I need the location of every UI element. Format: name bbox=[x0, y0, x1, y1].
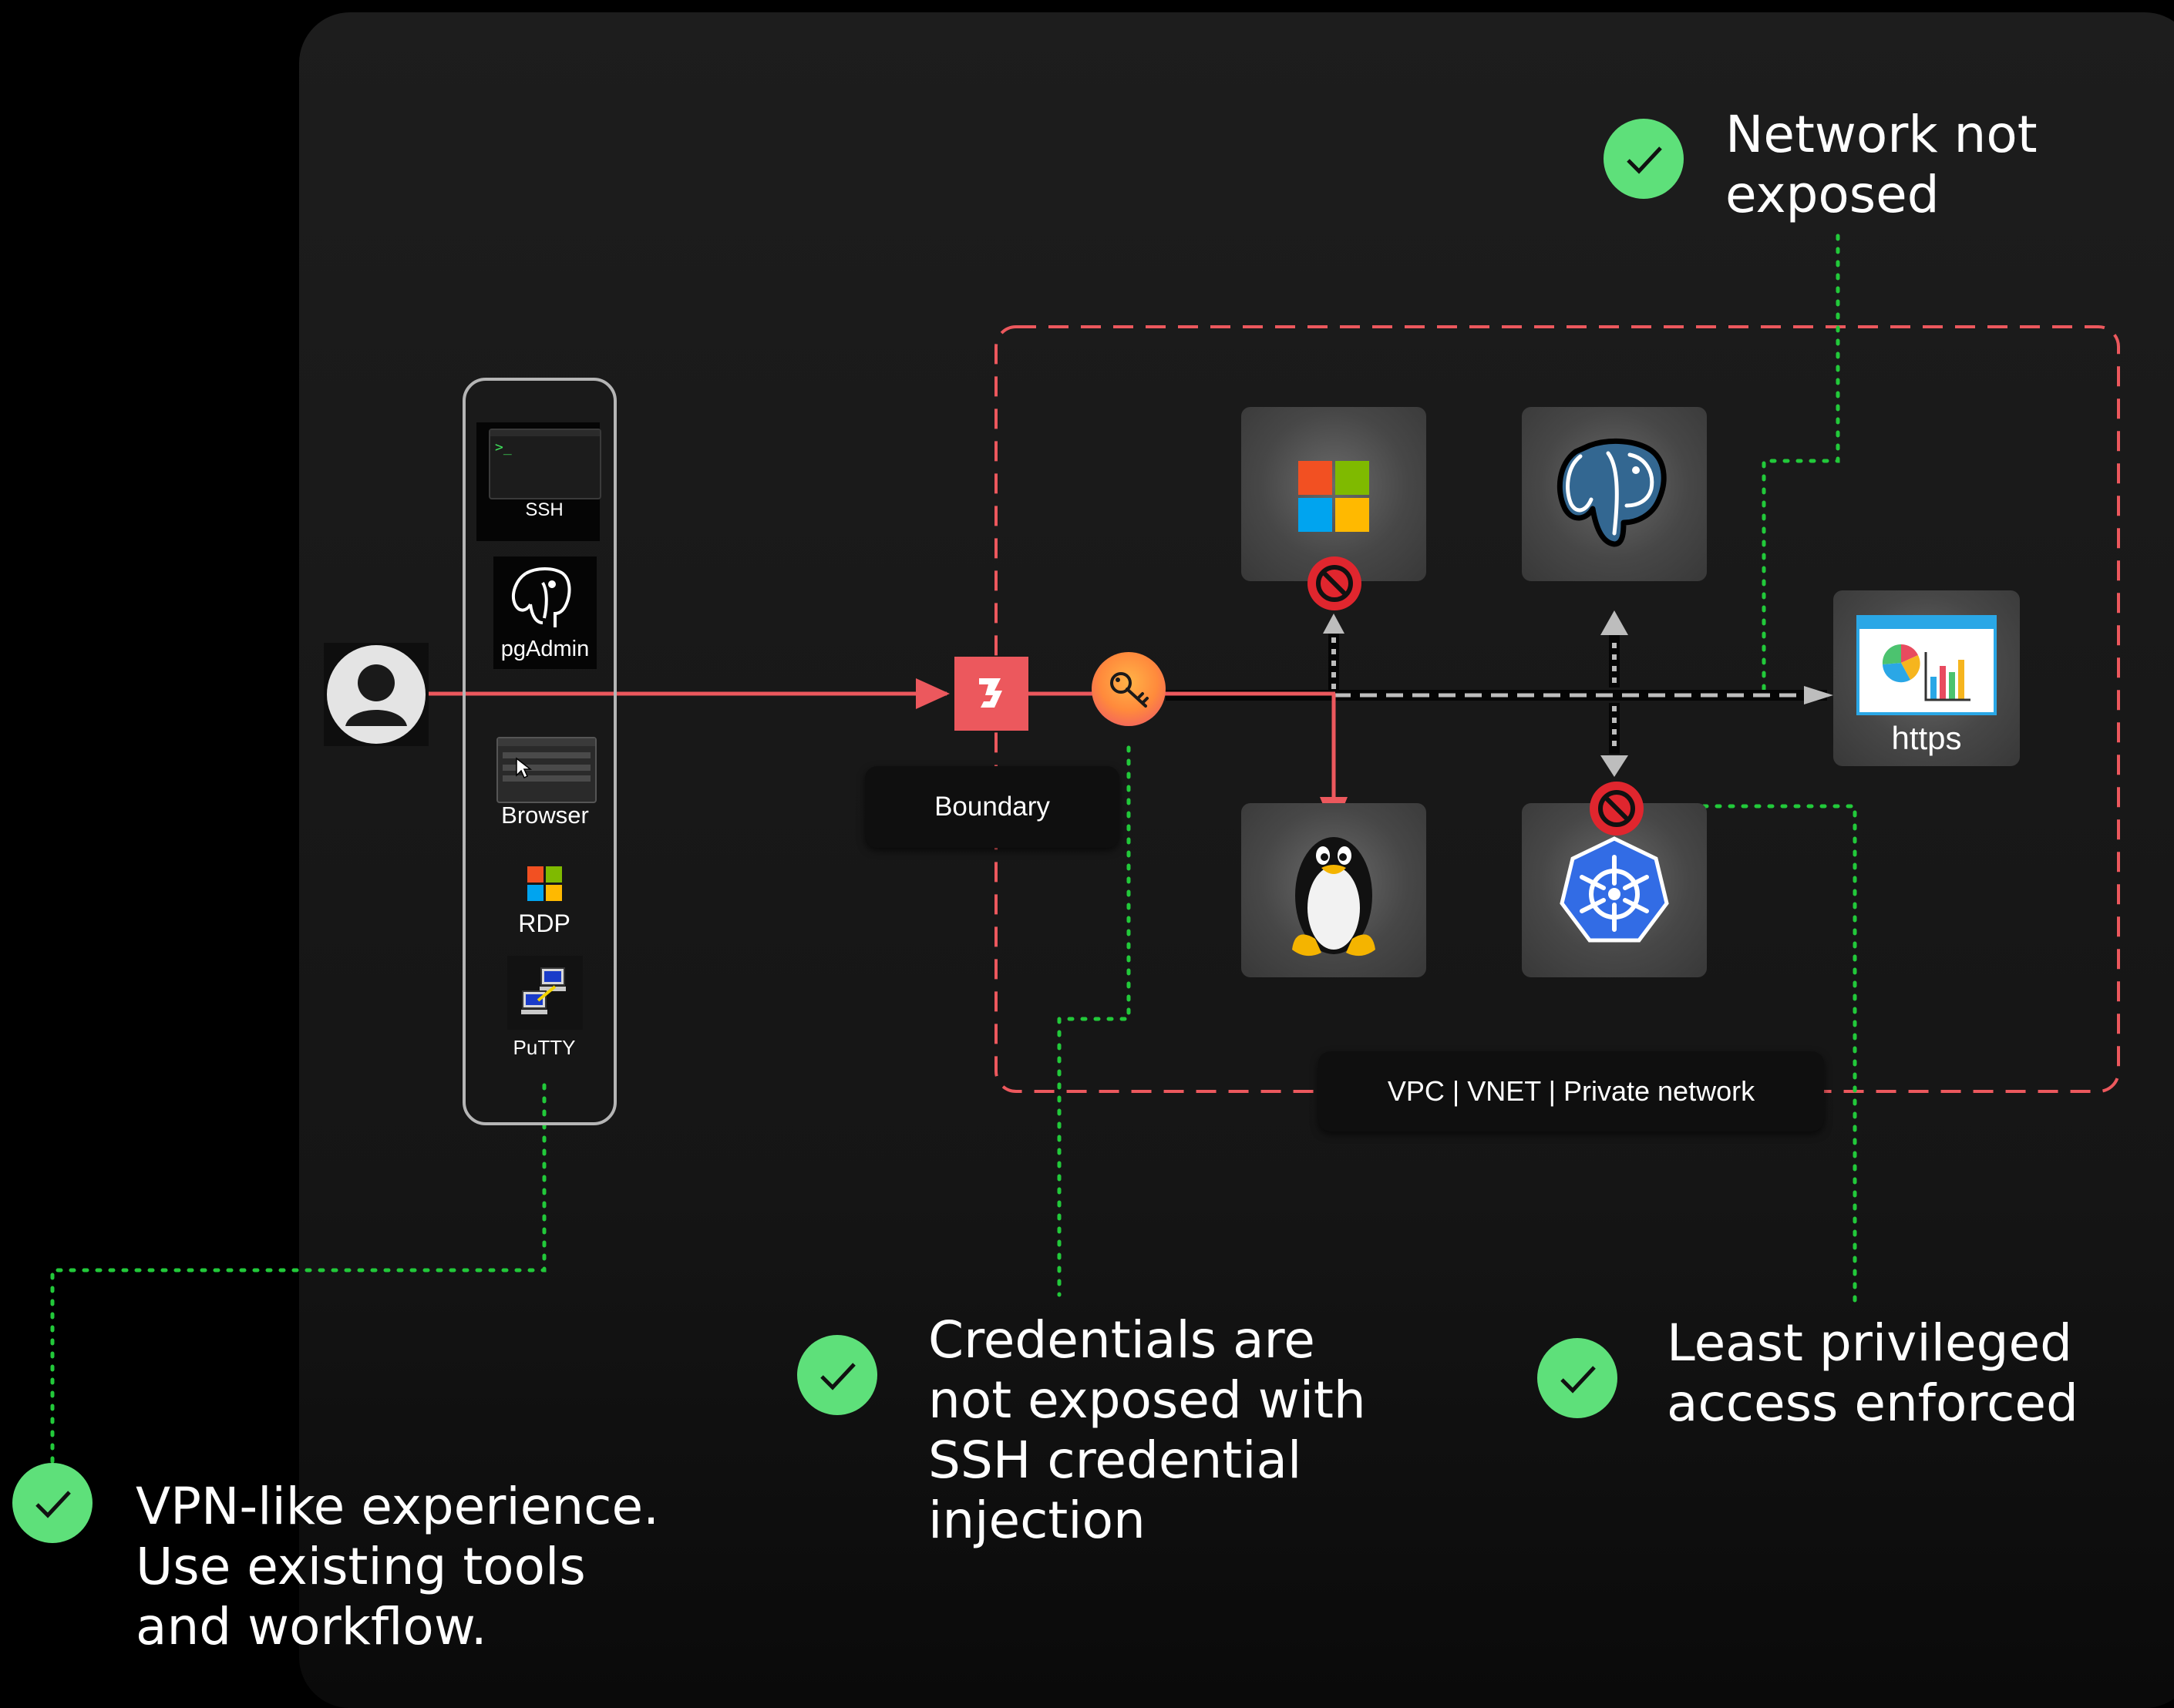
checkmark-icon bbox=[1604, 119, 1684, 199]
vpn-callout: VPN-like experience. Use existing tools … bbox=[136, 1477, 660, 1656]
terminal-icon: >_ bbox=[489, 429, 601, 499]
kubernetes-icon bbox=[1560, 836, 1669, 943]
https-target[interactable]: https bbox=[1833, 590, 2020, 766]
key-icon bbox=[1092, 652, 1166, 726]
connector-least-privilege-callout bbox=[1649, 804, 1857, 1308]
browser-label: Browser bbox=[501, 802, 589, 829]
checkmark-icon bbox=[1537, 1338, 1617, 1418]
private-network-label: VPC | VNET | Private network bbox=[1318, 1051, 1824, 1131]
client-tools-panel bbox=[463, 378, 617, 1125]
postgres-elephant-icon bbox=[511, 567, 571, 627]
rdp-tool[interactable]: RDP bbox=[501, 862, 587, 946]
boundary-label: Boundary bbox=[865, 766, 1119, 848]
no-access-icon bbox=[1306, 555, 1363, 612]
no-access-icon bbox=[1588, 780, 1645, 837]
ssh-tool[interactable]: >_ SSH bbox=[476, 422, 601, 541]
least-privilege-callout: Least privileged access enforced bbox=[1667, 1313, 2078, 1433]
checkmark-icon bbox=[12, 1463, 93, 1543]
microsoft-logo-icon bbox=[527, 866, 563, 902]
https-dashboard-icon bbox=[1856, 615, 1997, 715]
browser-window-icon bbox=[496, 737, 597, 803]
putty-label: PuTTY bbox=[513, 1036, 576, 1059]
linux-target[interactable] bbox=[1241, 803, 1426, 977]
checkmark-icon bbox=[797, 1335, 877, 1415]
putty-icon bbox=[507, 956, 583, 1030]
connector-vpn-callout bbox=[50, 1083, 547, 1467]
connector-credentials-callout bbox=[1057, 745, 1131, 1297]
network-callout: Network not exposed bbox=[1725, 105, 2038, 224]
diagram-panel bbox=[299, 12, 2174, 1708]
linux-tux-icon bbox=[1292, 837, 1375, 957]
browser-tool[interactable]: Browser bbox=[493, 734, 597, 834]
ssh-label: SSH bbox=[525, 499, 564, 520]
putty-tool[interactable]: PuTTY bbox=[506, 956, 583, 1071]
rdp-label: RDP bbox=[518, 909, 570, 937]
microsoft-logo-icon bbox=[1298, 461, 1369, 532]
https-label: https bbox=[1891, 720, 1962, 756]
postgres-elephant-icon bbox=[1556, 438, 1667, 547]
postgres-target[interactable] bbox=[1522, 407, 1707, 581]
windows-target[interactable] bbox=[1241, 407, 1426, 581]
connector-network-callout bbox=[1762, 234, 1840, 696]
credentials-callout: Credentials are not exposed with SSH cre… bbox=[928, 1310, 1366, 1550]
pgadmin-tool[interactable]: pgAdmin bbox=[493, 556, 597, 669]
flow-arrowhead bbox=[916, 678, 950, 709]
boundary-logo-icon bbox=[954, 657, 1028, 731]
user-avatar-icon bbox=[324, 643, 429, 746]
pgadmin-label: pgAdmin bbox=[500, 637, 590, 661]
